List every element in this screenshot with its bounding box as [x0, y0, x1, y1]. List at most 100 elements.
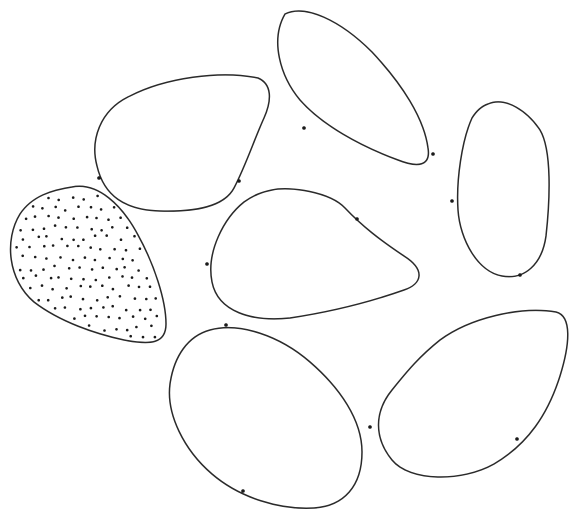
stipple-dot	[89, 285, 92, 288]
marker-dot	[302, 126, 306, 130]
stipple-dot	[154, 336, 157, 339]
stipple-dot	[108, 276, 111, 279]
stipple-dot	[76, 226, 79, 229]
stipple-dot	[32, 229, 35, 232]
marker-dot	[431, 152, 435, 156]
stipple-dot	[68, 267, 71, 270]
stipple-dot	[115, 328, 118, 331]
stipple-dot	[54, 307, 57, 310]
stipple-dot	[84, 315, 87, 318]
stipple-dot	[72, 196, 75, 199]
bottom-center-shape-outline	[169, 328, 362, 508]
stipple-dot	[22, 277, 25, 280]
stipple-dot	[107, 316, 110, 319]
stipple-dot	[35, 274, 38, 277]
stipple-dot	[133, 235, 136, 238]
stipple-dot	[135, 326, 138, 329]
stipple-dot	[34, 215, 37, 218]
stipple-dot	[41, 284, 44, 287]
stipple-dot	[69, 295, 72, 298]
stipple-dot	[90, 307, 93, 310]
marker-dot	[224, 323, 228, 327]
marker-dot	[515, 437, 519, 441]
stipple-dot	[51, 288, 54, 291]
stipple-dot	[88, 324, 91, 327]
stipple-dot	[95, 279, 98, 282]
stipple-dots	[15, 195, 158, 339]
stipple-dot	[100, 229, 103, 232]
stipple-dot	[29, 287, 32, 290]
stipple-dot	[96, 299, 99, 302]
stipple-dot	[131, 259, 134, 262]
top-left-shape-outline	[95, 75, 270, 211]
stipple-dot	[37, 299, 40, 302]
stipple-dot	[131, 276, 134, 279]
stipple-dot	[132, 315, 135, 318]
stipple-dot	[52, 244, 55, 247]
stipple-dot	[146, 277, 149, 280]
stipple-dot	[90, 228, 93, 231]
stipple-dot	[82, 198, 85, 201]
stipple-dot	[53, 265, 56, 268]
stipple-dot	[72, 217, 75, 220]
marker-dot	[450, 199, 454, 203]
stipple-dot	[145, 298, 148, 301]
stipple-dot	[28, 246, 31, 249]
stipple-dot	[139, 309, 142, 312]
stipple-dot	[61, 238, 64, 241]
stipple-dot	[129, 335, 132, 338]
stipple-dot	[105, 234, 108, 237]
stipple-dot	[82, 238, 85, 241]
stipple-dot	[47, 215, 50, 218]
right-narrow-shape-outline	[458, 102, 549, 277]
marker-dot	[368, 425, 372, 429]
marker-dot	[241, 489, 245, 493]
stipple-dot	[61, 296, 64, 299]
stipple-dot	[38, 236, 41, 239]
stipple-dot	[57, 216, 60, 219]
stipple-dot	[96, 195, 99, 198]
stipple-dot	[139, 247, 142, 250]
stipple-dot	[57, 199, 60, 202]
stipple-dot	[77, 205, 80, 208]
stipple-dot	[47, 299, 50, 302]
stipple-dot	[115, 268, 118, 271]
stipple-dot	[80, 285, 83, 288]
stipple-dot	[123, 266, 126, 269]
stipple-dot	[90, 206, 93, 209]
stipple-dot	[22, 238, 25, 241]
stipple-dot	[32, 205, 35, 208]
stipple-dot	[111, 305, 114, 308]
stipple-dot	[102, 306, 105, 309]
stipple-dot	[86, 216, 89, 219]
stipple-dot	[54, 206, 57, 209]
stipple-dot	[19, 269, 22, 272]
stipple-dot	[126, 329, 129, 332]
top-left-shape	[95, 75, 270, 211]
marker-dot	[97, 176, 101, 180]
stipple-dot	[64, 306, 67, 309]
stipple-dot	[149, 309, 152, 312]
stipple-dot	[73, 317, 76, 320]
marker-dot	[518, 273, 522, 277]
top-center-shape	[278, 11, 435, 164]
stipple-dot	[119, 216, 122, 219]
bottom-right-shape	[368, 310, 568, 477]
stipple-dot	[34, 256, 37, 259]
stipple-dot	[57, 276, 60, 279]
stipple-dot	[72, 239, 75, 242]
stipple-dot	[156, 315, 159, 318]
stipple-dot	[43, 227, 46, 230]
marker-dot	[237, 179, 241, 183]
stipple-dot	[127, 284, 130, 287]
stipple-dot	[100, 208, 103, 211]
stipple-dot	[119, 295, 122, 298]
stipple-dot	[70, 278, 73, 281]
center-shape-outline	[211, 189, 419, 319]
stipple-dot	[77, 245, 80, 248]
stipple-dot	[72, 259, 75, 262]
stipple-dot	[42, 268, 45, 271]
stipple-dot	[103, 329, 106, 332]
stipple-dot	[99, 248, 102, 251]
stipple-dot	[59, 256, 62, 259]
